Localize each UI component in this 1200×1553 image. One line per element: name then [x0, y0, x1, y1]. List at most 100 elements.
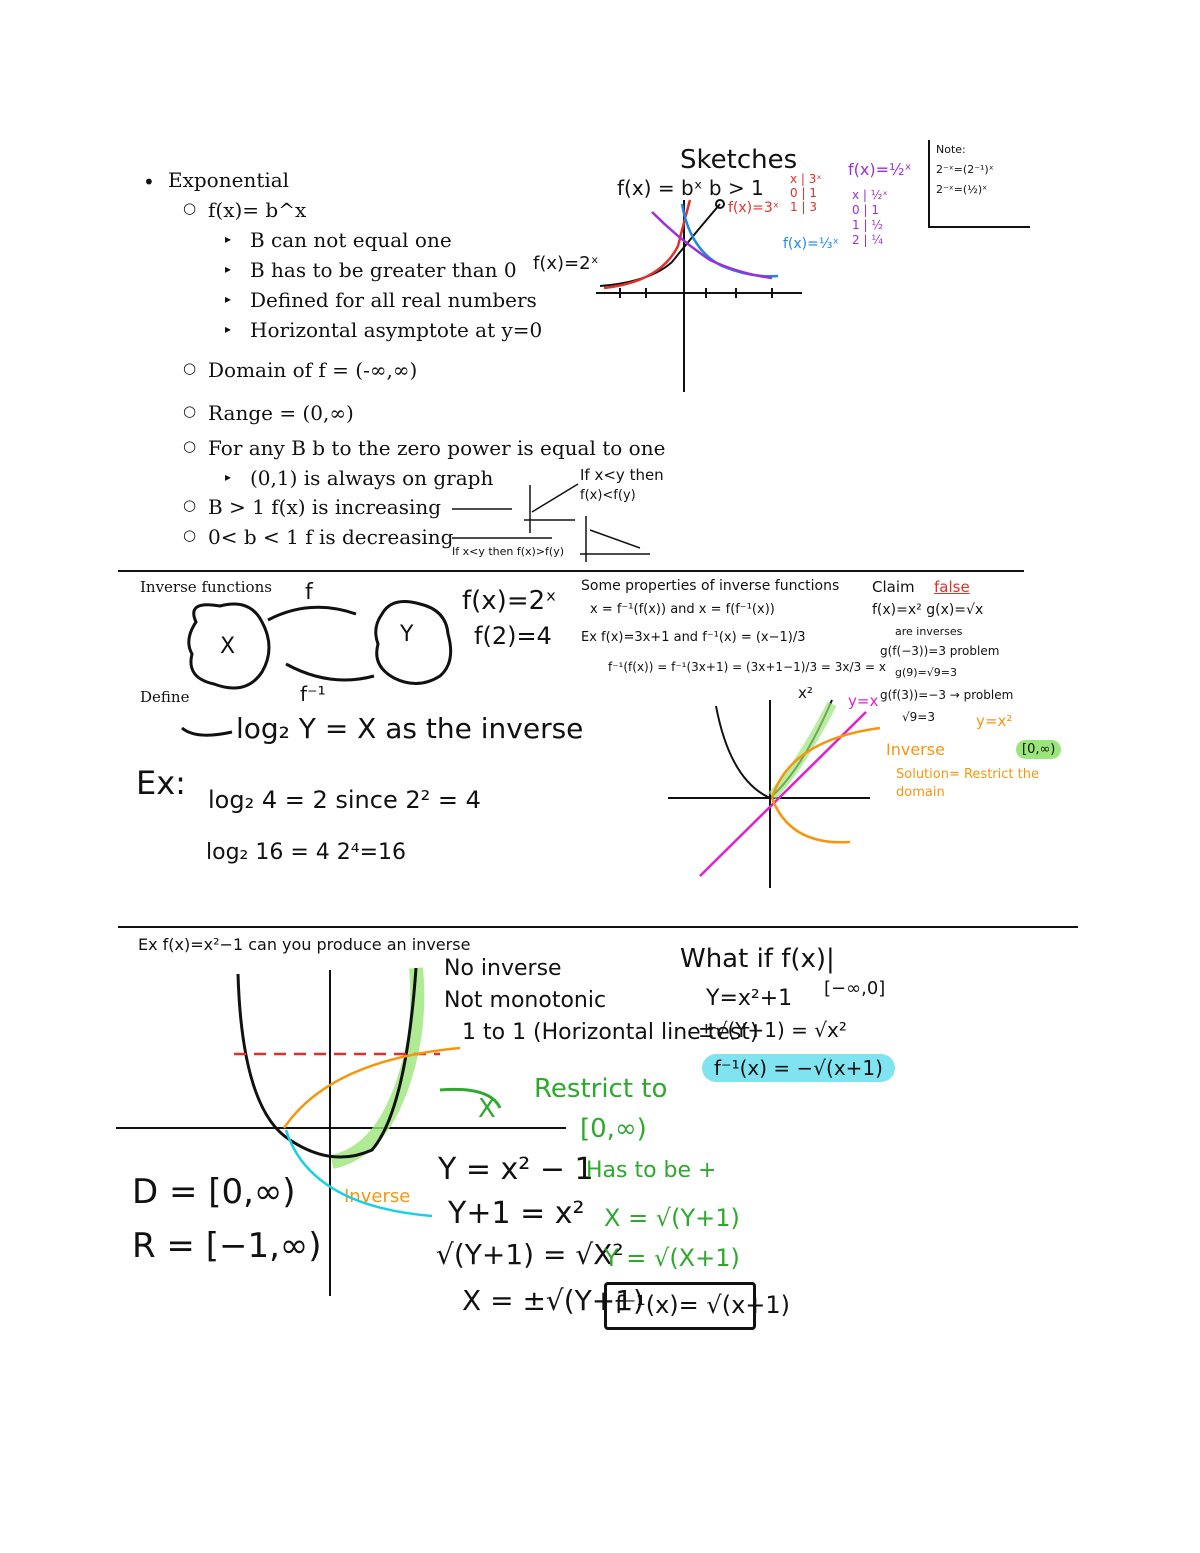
bullet-circle: ○ [183, 199, 197, 217]
fx-b-label: f(x) = bˣ b > 1 [617, 176, 764, 200]
curve-2x [599, 203, 721, 287]
inverse-functions-title: Inverse functions [140, 578, 272, 596]
step-2: Y+1 = x² [448, 1196, 585, 1231]
table1-cell: 1 [790, 200, 798, 214]
table2-cell: ½ [871, 218, 883, 232]
sketches-label: Sketches [680, 145, 798, 175]
graph-yx-label: y=x [848, 692, 879, 710]
solution-label: Solution= Restrict the domain [896, 767, 1039, 800]
claim-line-2: are inverses [895, 625, 963, 638]
log-definition: log₂ Y = X as the inverse [236, 712, 584, 745]
table2-cell: ¼ [871, 233, 883, 247]
step-4: X = ±√(Y+1) [462, 1284, 644, 1317]
point-3: Defined for all real numbers [250, 288, 537, 312]
props-line-2: Ex f(x)=3x+1 and f⁻¹(x) = (x−1)/3 [581, 630, 806, 645]
if-then-1b: f(x)<f(y) [580, 488, 636, 503]
what-if-label: What if f(x)| [680, 944, 835, 974]
claim-line-5: g(f(3))=−3 → problem [880, 688, 1014, 702]
point-4: Horizontal asymptote at y=0 [250, 318, 543, 342]
green-arrow [439, 1087, 502, 1109]
blob-x [187, 602, 271, 690]
parabola-highlight [330, 967, 425, 1169]
props-line-3: f⁻¹(f(x)) = f⁻¹(3x+1) = (3x+1−1)/3 = 3x/… [608, 660, 886, 674]
claim-value: false [934, 578, 970, 596]
table2-cell: 0 [852, 203, 860, 217]
fx-3x-label: f(x)=3ˣ [728, 200, 779, 216]
what-if-answer: f⁻¹(x) = −√(x+1) [702, 1054, 895, 1082]
ex-line-1: log₂ 4 = 2 since 2² = 4 [208, 786, 481, 814]
arrow-f [267, 605, 357, 622]
table2-cell: 2 [852, 233, 860, 247]
arrow-finv [285, 662, 375, 682]
table2-cell: 1 [871, 203, 879, 217]
parabola-curve [236, 967, 418, 1159]
line-y-equals-x [699, 711, 867, 877]
restrict-to-label: Restrict to [534, 1074, 668, 1104]
table2-cell: 1 [852, 218, 860, 232]
exp-graph-axes [596, 200, 802, 392]
parabola-axes [116, 970, 566, 1296]
note-line-2: 2⁻ˣ=(½)ˣ [936, 183, 988, 196]
bullet-triangle: ▸ [225, 232, 232, 246]
bullet-circle: ○ [183, 437, 197, 455]
define-label: Define [140, 688, 190, 706]
table1-head-x: x [790, 172, 798, 186]
claim-line-1: f(x)=x² g(x)=√x [872, 602, 984, 618]
what-if-step-2: ±√(Y+1) = √x² [698, 1018, 847, 1042]
not-monotonic-label: Not monotonic [444, 988, 607, 1013]
graph-x2-label: x² [798, 684, 813, 702]
increasing-line: B > 1 f(x) is increasing [208, 495, 442, 519]
bullet-circle: ○ [183, 402, 197, 420]
divider-1 [118, 570, 1024, 572]
claim-line-4: g(9)=√9=3 [895, 666, 958, 679]
answer-box: f⁻¹(x)= √(x+1) [604, 1282, 790, 1330]
note-title: Note: [936, 143, 966, 156]
table1-head-fx: 3ˣ [808, 172, 822, 186]
heading-exponential: Exponential [168, 168, 290, 192]
step-1: Y = x² − 1 [438, 1152, 594, 1187]
bullet-dot: • [143, 170, 155, 194]
restrict-interval: [0,∞) [580, 1114, 647, 1144]
curve-half [651, 211, 773, 280]
bullet-circle: ○ [183, 526, 197, 544]
if-then-1: If x<y then [580, 466, 664, 484]
one-to-one-label: 1 to 1 (Horizontal line test) [462, 1020, 759, 1045]
curve-inverse-upper [770, 726, 881, 799]
fx-half-label: f(x)=½ˣ [848, 160, 912, 179]
curve-x-squared [715, 699, 833, 800]
formula-line: f(x)= b^x [208, 198, 307, 222]
fx-2x-example: f(x)=2ˣ [462, 586, 557, 616]
table-half-x: x | ½ˣ 0 | 1 1 | ½ 2 | ¼ [852, 188, 888, 247]
has-to-be-label: Has to be + [586, 1158, 717, 1183]
decreasing-line: 0< b < 1 f is decreasing [208, 525, 454, 549]
point-1: B can not equal one [250, 228, 452, 252]
curve-2x-end [715, 199, 725, 209]
bullet-triangle: ▸ [225, 470, 232, 484]
range-line: Range = (0,∞) [208, 401, 354, 425]
bullet-triangle: ▸ [225, 262, 232, 276]
blob-y [374, 600, 453, 685]
bullet-triangle: ▸ [225, 322, 232, 336]
table1-cell: 3 [809, 200, 817, 214]
claim-line-3: g(f(−3))=3 problem [880, 644, 1000, 658]
ex-line-2: log₂ 16 = 4 2⁴=16 [206, 840, 406, 865]
green-step-1: X = √(Y+1) [604, 1204, 740, 1232]
fx-third-label: f(x)=⅓ˣ [783, 236, 839, 252]
ex-head: Ex f(x)=x²−1 can you produce an inverse [138, 935, 471, 954]
arrow-f-label: f [305, 580, 313, 605]
parabola-inverse-curve [284, 1129, 433, 1218]
claim-label: Claim [872, 578, 915, 596]
blob-y-label: Y [400, 622, 414, 647]
table1-cell: 1 [809, 186, 817, 200]
zero-power-note: (0,1) is always on graph [250, 466, 494, 490]
divider-2 [118, 926, 1078, 928]
inc-dec-sketches [452, 483, 650, 562]
curve-inverse-lower [770, 797, 851, 844]
props-line-1: x = f⁻¹(f(x)) and x = f(f⁻¹(x)) [590, 602, 775, 617]
range-result: R = [−1,∞) [132, 1226, 322, 1266]
table1-cell: 0 [790, 186, 798, 200]
bullet-circle: ○ [183, 496, 197, 514]
f2-example: f(2)=4 [474, 622, 552, 650]
table2-head-fx: ½ˣ [870, 188, 888, 202]
